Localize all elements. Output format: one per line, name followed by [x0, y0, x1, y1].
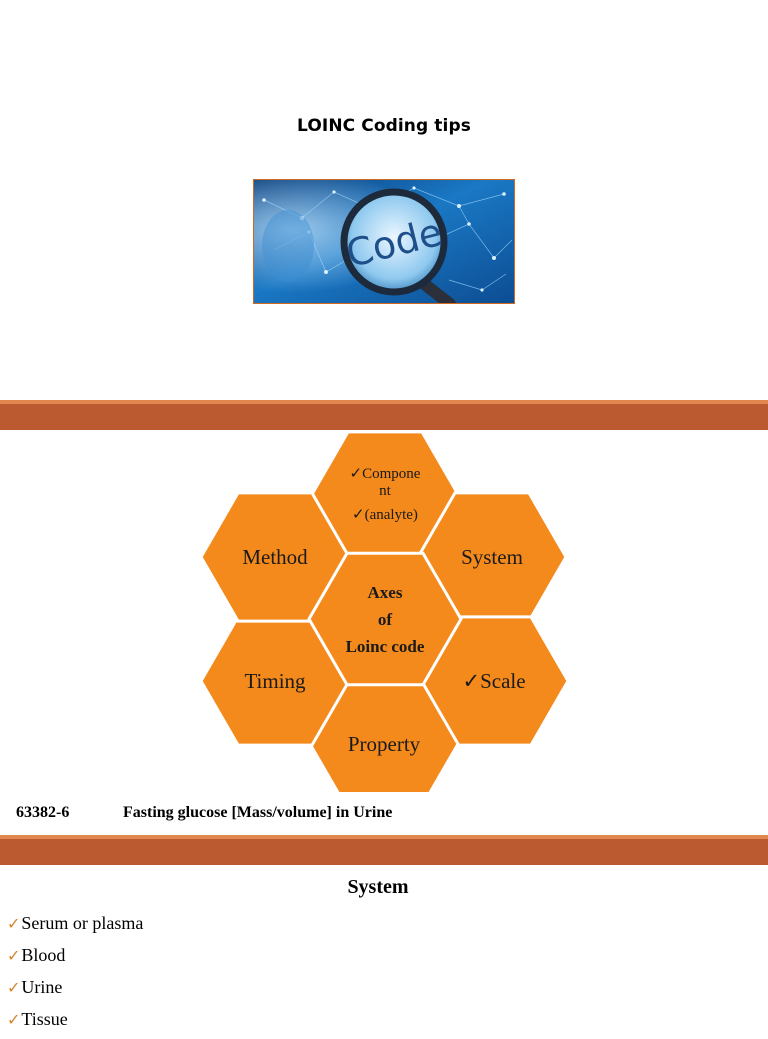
check-icon: ✓: [7, 948, 21, 965]
slide-title: LOINC Coding tips: [297, 116, 471, 136]
check-icon: ✓: [462, 668, 481, 693]
hex-label-timing: Timing: [244, 668, 306, 693]
hex-label-scale: ✓Scale: [462, 668, 526, 693]
check-icon: ✓: [349, 466, 363, 482]
list-item: ✓Urine: [7, 977, 63, 997]
system-heading: System: [347, 876, 409, 898]
list-item: ✓Tissue: [7, 1009, 68, 1029]
system-list: ✓Serum or plasma ✓Blood ✓Urine ✓Tissue: [7, 911, 143, 1039]
example-loinc-code: 63382-6: [16, 804, 70, 821]
magnifying-glass-icon: [340, 188, 448, 296]
check-icon: ✓: [7, 1012, 21, 1029]
check-icon: ✓: [7, 916, 21, 933]
example-loinc-name: Fasting glucose [Mass/volume] in Urine: [123, 804, 393, 821]
bottom-divider-band: [0, 835, 768, 865]
check-icon: ✓: [7, 980, 21, 997]
list-item: ✓Serum or plasma: [7, 913, 144, 933]
hex-label-system: System: [461, 544, 523, 569]
hex-label-property: Property: [347, 731, 421, 756]
top-divider-band: [0, 400, 768, 430]
check-icon: ✓: [352, 507, 365, 523]
list-item: ✓Blood: [7, 945, 66, 965]
hex-cluster: [199, 430, 570, 810]
hex-center: [307, 551, 463, 687]
code-illustration: Code: [254, 180, 514, 303]
code-magnifier-image: Code: [253, 179, 515, 304]
hex-label-method: Method: [242, 544, 308, 569]
example-loinc-row: 63382-6 Fasting glucose [Mass/volume] in…: [16, 804, 392, 822]
